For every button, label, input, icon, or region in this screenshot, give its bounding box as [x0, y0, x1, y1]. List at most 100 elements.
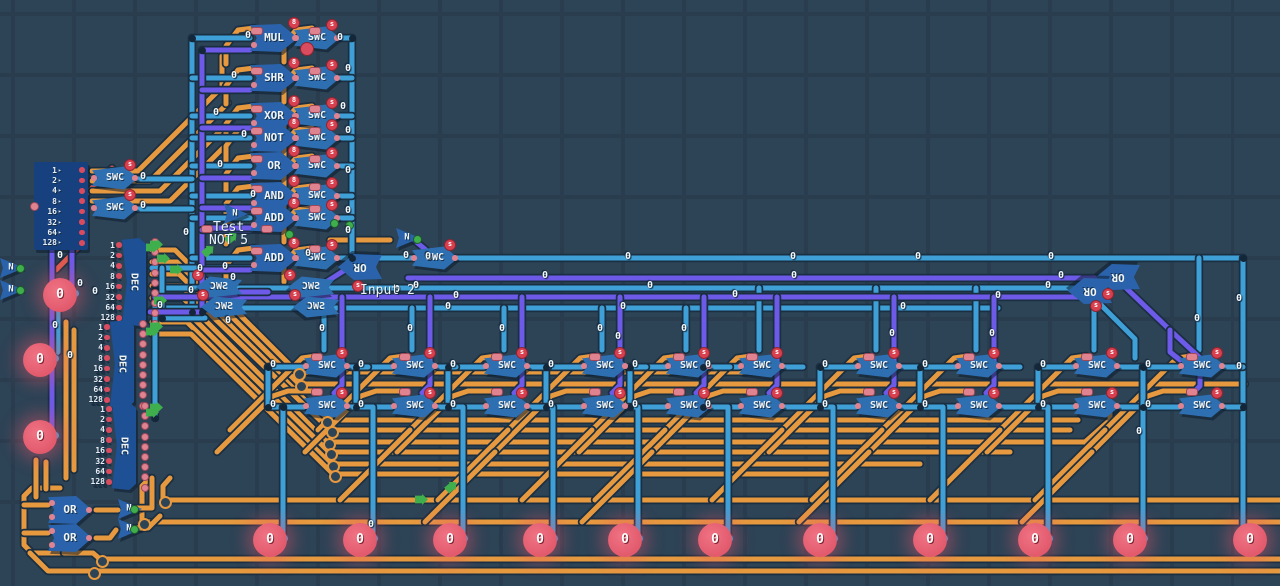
- output-value: 0: [926, 532, 934, 548]
- output-node[interactable]: 0: [1233, 523, 1267, 557]
- terminal-ring-icon: [137, 517, 151, 531]
- status-badge: 8: [288, 117, 300, 129]
- output-node[interactable]: 0: [608, 523, 642, 557]
- wire-blue[interactable]: [899, 404, 946, 538]
- bit-label: 8: [52, 196, 57, 206]
- output-node[interactable]: 0: [23, 343, 57, 377]
- input-pin-dot: [303, 363, 309, 369]
- wire-blue[interactable]: [782, 404, 836, 538]
- status-badge: s: [698, 347, 710, 359]
- wire-orange[interactable]: [592, 427, 668, 503]
- wire-orange[interactable]: [576, 388, 679, 455]
- input-pin-dot: [116, 315, 122, 321]
- wire-purple[interactable]: [1167, 327, 1183, 363]
- output-value: 0: [36, 429, 44, 445]
- status-badge: s: [326, 119, 338, 131]
- output-node[interactable]: 0: [253, 523, 287, 557]
- input-pin-dot: [293, 135, 299, 141]
- wire-pad: [1186, 388, 1198, 396]
- wire-orange[interactable]: [27, 550, 95, 574]
- terminal-ring-icon: [294, 379, 308, 393]
- output-pin-dot: [86, 507, 92, 513]
- wire-orange[interactable]: [93, 527, 119, 541]
- wire-pad: [309, 205, 321, 213]
- output-pin-dot: [139, 360, 147, 369]
- bit-arrow-icon: ▸: [58, 208, 62, 216]
- flow-arrow-icon: [157, 253, 170, 264]
- wire-orange[interactable]: [149, 247, 300, 375]
- input-pin-dot: [116, 304, 122, 311]
- output-pin-dot: [132, 205, 138, 211]
- input-pin-dot: [483, 363, 489, 369]
- bit-label: 32: [93, 374, 103, 384]
- output-node[interactable]: 0: [803, 523, 837, 557]
- circuit-text-label[interactable]: Test: [213, 220, 245, 235]
- input-pin-dot: [1178, 403, 1184, 409]
- switch-swc[interactable]: SWC: [201, 296, 247, 318]
- wire-junction-dot: [158, 314, 166, 322]
- wire-orange[interactable]: [984, 388, 1087, 455]
- wire-blue[interactable]: [1090, 294, 1138, 361]
- output-node[interactable]: 0: [523, 523, 557, 557]
- wire-blue[interactable]: [999, 404, 1051, 538]
- bit-label: 128: [42, 238, 57, 248]
- output-pin-dot: [79, 229, 85, 236]
- signal-dot: [329, 218, 339, 228]
- input-pin-dot: [955, 403, 961, 409]
- terminal-ring-icon: [325, 425, 339, 439]
- wire-junction-dot: [816, 403, 824, 411]
- output-node[interactable]: 0: [698, 523, 732, 557]
- switch-swc[interactable]: SWC: [293, 296, 339, 318]
- wire-pad: [1186, 353, 1198, 361]
- wire-pad: [673, 353, 685, 361]
- wire-pad: [309, 183, 321, 191]
- wire-junction-dot: [816, 363, 824, 371]
- output-value: 0: [536, 532, 544, 548]
- output-node[interactable]: 0: [1113, 523, 1147, 557]
- gate-or[interactable]: OR: [338, 254, 382, 280]
- bit-label: 2: [52, 175, 57, 185]
- wire-blue[interactable]: [709, 404, 731, 538]
- wire-orange[interactable]: [709, 427, 785, 503]
- wire-junction-dot: [151, 414, 159, 422]
- wire-orange[interactable]: [1019, 449, 1095, 525]
- wire-orange[interactable]: [131, 475, 155, 511]
- wire-orange[interactable]: [766, 388, 869, 455]
- wire-orange[interactable]: [866, 388, 969, 455]
- wire-junction-dot: [348, 254, 356, 262]
- splitter-output-row: 64▸: [38, 227, 61, 237]
- wire-junction-dot: [279, 403, 287, 411]
- output-node[interactable]: 0: [23, 420, 57, 454]
- output-node[interactable]: 0: [43, 278, 77, 312]
- input-pin-dot: [251, 82, 257, 88]
- byte-splitter[interactable]: 1▸2▸4▸8▸16▸32▸64▸128▸: [34, 162, 88, 250]
- circuit-text-label[interactable]: NOT 5: [209, 233, 249, 248]
- status-badge: s: [1102, 288, 1114, 300]
- wire-orange[interactable]: [809, 427, 885, 503]
- output-node[interactable]: 0: [913, 523, 947, 557]
- output-node[interactable]: 0: [433, 523, 467, 557]
- status-badge: s: [1106, 347, 1118, 359]
- output-node[interactable]: 0: [1018, 523, 1052, 557]
- wire-orange[interactable]: [1089, 388, 1192, 455]
- output-pin-dot: [779, 363, 785, 369]
- wire-pad: [1081, 388, 1093, 396]
- wire-orange[interactable]: [160, 475, 173, 503]
- wire-pad: [309, 245, 321, 253]
- input-pin-dot: [104, 355, 110, 361]
- output-pin-dot: [151, 268, 159, 277]
- input-pin-dot: [855, 363, 861, 369]
- wire-orange[interactable]: [492, 388, 595, 455]
- output-node[interactable]: 0: [343, 523, 377, 557]
- wire-blue[interactable]: [527, 404, 556, 538]
- wire-orange[interactable]: [89, 116, 235, 194]
- wire-orange[interactable]: [394, 388, 497, 455]
- wire-orange[interactable]: [649, 388, 752, 455]
- status-badge: s: [516, 387, 528, 399]
- circuit-text-label[interactable]: Input 2: [360, 283, 415, 298]
- input-pin-dot: [293, 35, 299, 41]
- input-pin-dot: [116, 273, 122, 279]
- input-pin-dot: [49, 500, 55, 506]
